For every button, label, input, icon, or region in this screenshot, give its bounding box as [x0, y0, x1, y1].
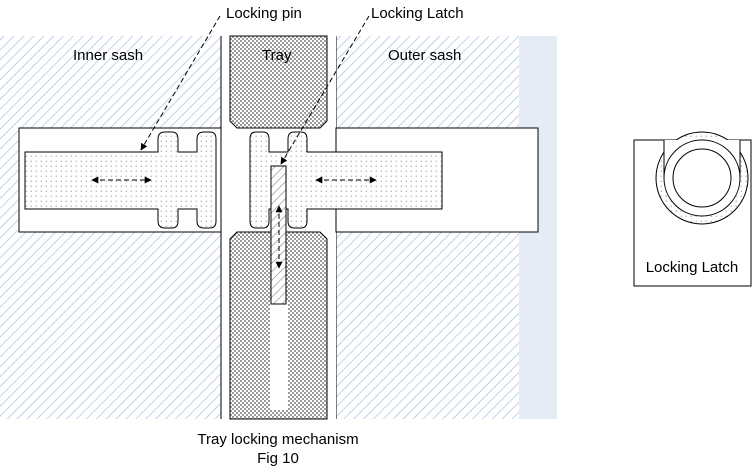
figure-caption-title: Tray locking mechanism [197, 431, 358, 448]
latch-side-view: Locking Latch [633, 131, 752, 287]
latch-inner-hole [663, 139, 741, 217]
inner-sash-label: Inner sash [73, 47, 143, 64]
outer-sash-label: Outer sash [388, 47, 461, 64]
tray-slot [270, 300, 288, 410]
locking-latch-leader [280, 15, 370, 165]
locking-latch-label: Locking Latch [371, 5, 464, 22]
tray-upper-block [229, 35, 328, 129]
latch-side-label: Locking Latch [646, 259, 739, 276]
tray-label: Tray [262, 47, 292, 64]
figure-caption-number: Fig 10 [257, 450, 299, 467]
locking-pin-leader [140, 15, 221, 151]
locking-pin-label: Locking pin [226, 5, 302, 22]
